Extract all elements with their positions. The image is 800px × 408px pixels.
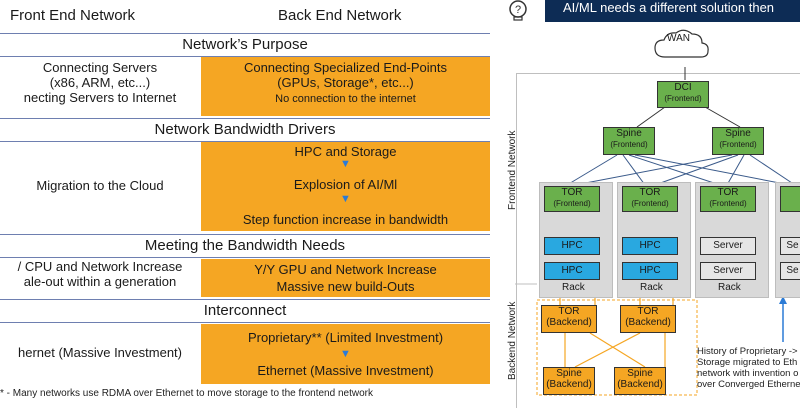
- purpose-front-line: Connecting Servers: [42, 60, 158, 75]
- section-title-interconnect: Interconnect: [0, 299, 490, 323]
- spine-sublabel: (Frontend): [719, 140, 757, 149]
- tor-label: TOR: [637, 306, 659, 317]
- drivers-back-line: Explosion of AI/Ml: [293, 177, 398, 192]
- tor-label: TOR: [639, 187, 661, 198]
- topology-lines: [515, 29, 796, 396]
- history-line: History of Proprietary ->: [697, 346, 798, 357]
- purpose-back-line: (GPUs, Storage*, etc...): [277, 75, 414, 90]
- rack-label: Rack: [718, 282, 741, 293]
- history-note: History of Proprietary -> Storage migrat…: [697, 346, 800, 390]
- banner: AI/ML needs a different solution then: [545, 0, 800, 22]
- purpose-front-line: (x86, ARM, etc...): [49, 75, 151, 90]
- tor-label: TOR: [561, 187, 583, 198]
- wan-label: WAN: [667, 33, 690, 44]
- section-title-bandwidth-needs: Meeting the Bandwidth Needs: [0, 234, 490, 258]
- spine-backend-2: Spine (Backend): [614, 367, 666, 395]
- interconnect-front-cell: hernet (Massive Investment): [0, 324, 200, 382]
- down-arrow-icon: ▼: [340, 348, 351, 360]
- interconnect-back-line: Proprietary** (Limited Investment): [247, 330, 444, 345]
- purpose-front-line: necting Servers to Internet: [23, 90, 177, 105]
- tor-frontend-4: [780, 186, 800, 212]
- tor-frontend-1: TOR (Frontend): [544, 186, 600, 212]
- down-arrow-icon: ▼: [340, 158, 351, 170]
- footnote: * - Many networks use RDMA over Ethernet…: [0, 388, 373, 399]
- needs-back-cell: Y/Y GPU and Network Increase Massive new…: [201, 259, 490, 297]
- back-end-header: Back End Network: [278, 7, 402, 24]
- tor-sublabel: (Backend): [625, 317, 671, 328]
- tor-frontend-3: TOR (Frontend): [700, 186, 756, 212]
- needs-back-line: Massive new build-Outs: [276, 279, 415, 294]
- tor-sublabel: (Frontend): [631, 199, 669, 208]
- drivers-front-cell: Migration to the Cloud: [0, 142, 200, 230]
- spine-sublabel: (Frontend): [610, 140, 648, 149]
- spine-label: Spine: [616, 128, 642, 139]
- section-title-purpose: Network’s Purpose: [0, 33, 490, 57]
- backend-network-label: Backend Network: [507, 301, 518, 380]
- hpc-node: HPC: [544, 262, 600, 280]
- svg-text:?: ?: [515, 4, 521, 16]
- tor-sublabel: (Backend): [546, 317, 592, 328]
- spine-frontend-1: Spine (Frontend): [603, 127, 655, 155]
- tor-backend-1: TOR (Backend): [541, 305, 597, 333]
- rack-label: Rack: [562, 282, 585, 293]
- spine-label: Spine: [556, 368, 582, 379]
- cloud-icon: [654, 29, 709, 58]
- interconnect-back-line: Ethernet (Massive Investment): [257, 363, 434, 378]
- down-arrow-icon: ▼: [340, 193, 351, 205]
- dci-label: DCI: [674, 82, 692, 93]
- tor-backend-2: TOR (Backend): [620, 305, 676, 333]
- spine-sublabel: (Backend): [617, 379, 663, 390]
- dci-sublabel: (Frontend): [664, 94, 702, 103]
- history-line: Storage migrated to Eth: [697, 357, 798, 368]
- interconnect-back-cell: Proprietary** (Limited Investment) ▼ Eth…: [201, 324, 490, 384]
- purpose-back-line: Connecting Specialized End-Points: [243, 60, 448, 75]
- server-node: Server: [700, 237, 756, 255]
- hpc-node: HPC: [622, 262, 678, 280]
- drivers-back-line: HPC and Storage: [294, 144, 397, 159]
- diagram-panel: [516, 73, 800, 408]
- history-line: over Converged Etherne: [697, 379, 800, 390]
- purpose-back-line: No connection to the internet: [275, 93, 416, 105]
- needs-front-line: / CPU and Network Increase: [17, 259, 183, 274]
- needs-front-line: ale-out within a generation: [23, 274, 177, 289]
- spine-frontend-2: Spine (Frontend): [712, 127, 764, 155]
- interconnect-front-line: hernet (Massive Investment): [17, 345, 182, 360]
- needs-back-line: Y/Y GPU and Network Increase: [254, 262, 437, 277]
- rack-label: Rack: [640, 282, 663, 293]
- spine-label: Spine: [627, 368, 653, 379]
- hpc-node: HPC: [544, 237, 600, 255]
- lightbulb-icon: ?: [509, 0, 527, 21]
- drivers-back-cell: HPC and Storage ▼ Explosion of AI/Ml ▼ S…: [201, 142, 490, 231]
- server-node: Server: [700, 262, 756, 280]
- frontend-network-label: Frontend Network: [507, 130, 518, 210]
- tor-sublabel: (Frontend): [553, 199, 591, 208]
- purpose-front-cell: Connecting Servers (x86, ARM, etc...) ne…: [0, 57, 200, 116]
- spine-label: Spine: [725, 128, 751, 139]
- drivers-front-line: Migration to the Cloud: [36, 178, 164, 193]
- spine-backend-1: Spine (Backend): [543, 367, 595, 395]
- dci-switch: DCI (Frontend): [657, 81, 709, 108]
- server-node: Se: [780, 237, 800, 255]
- purpose-back-cell: Connecting Specialized End-Points (GPUs,…: [201, 57, 490, 116]
- history-line: network with invention o: [697, 368, 799, 379]
- tor-sublabel: (Frontend): [709, 199, 747, 208]
- front-end-header: Front End Network: [10, 7, 136, 24]
- spine-sublabel: (Backend): [546, 379, 592, 390]
- server-node: Se: [780, 262, 800, 280]
- tor-label: TOR: [558, 306, 580, 317]
- drivers-back-line: Step function increase in bandwidth: [242, 212, 449, 227]
- section-title-bandwidth-drivers: Network Bandwidth Drivers: [0, 118, 490, 142]
- needs-front-cell: / CPU and Network Increase ale-out withi…: [0, 259, 200, 295]
- tor-label: TOR: [717, 187, 739, 198]
- hpc-node: HPC: [622, 237, 678, 255]
- tor-frontend-2: TOR (Frontend): [622, 186, 678, 212]
